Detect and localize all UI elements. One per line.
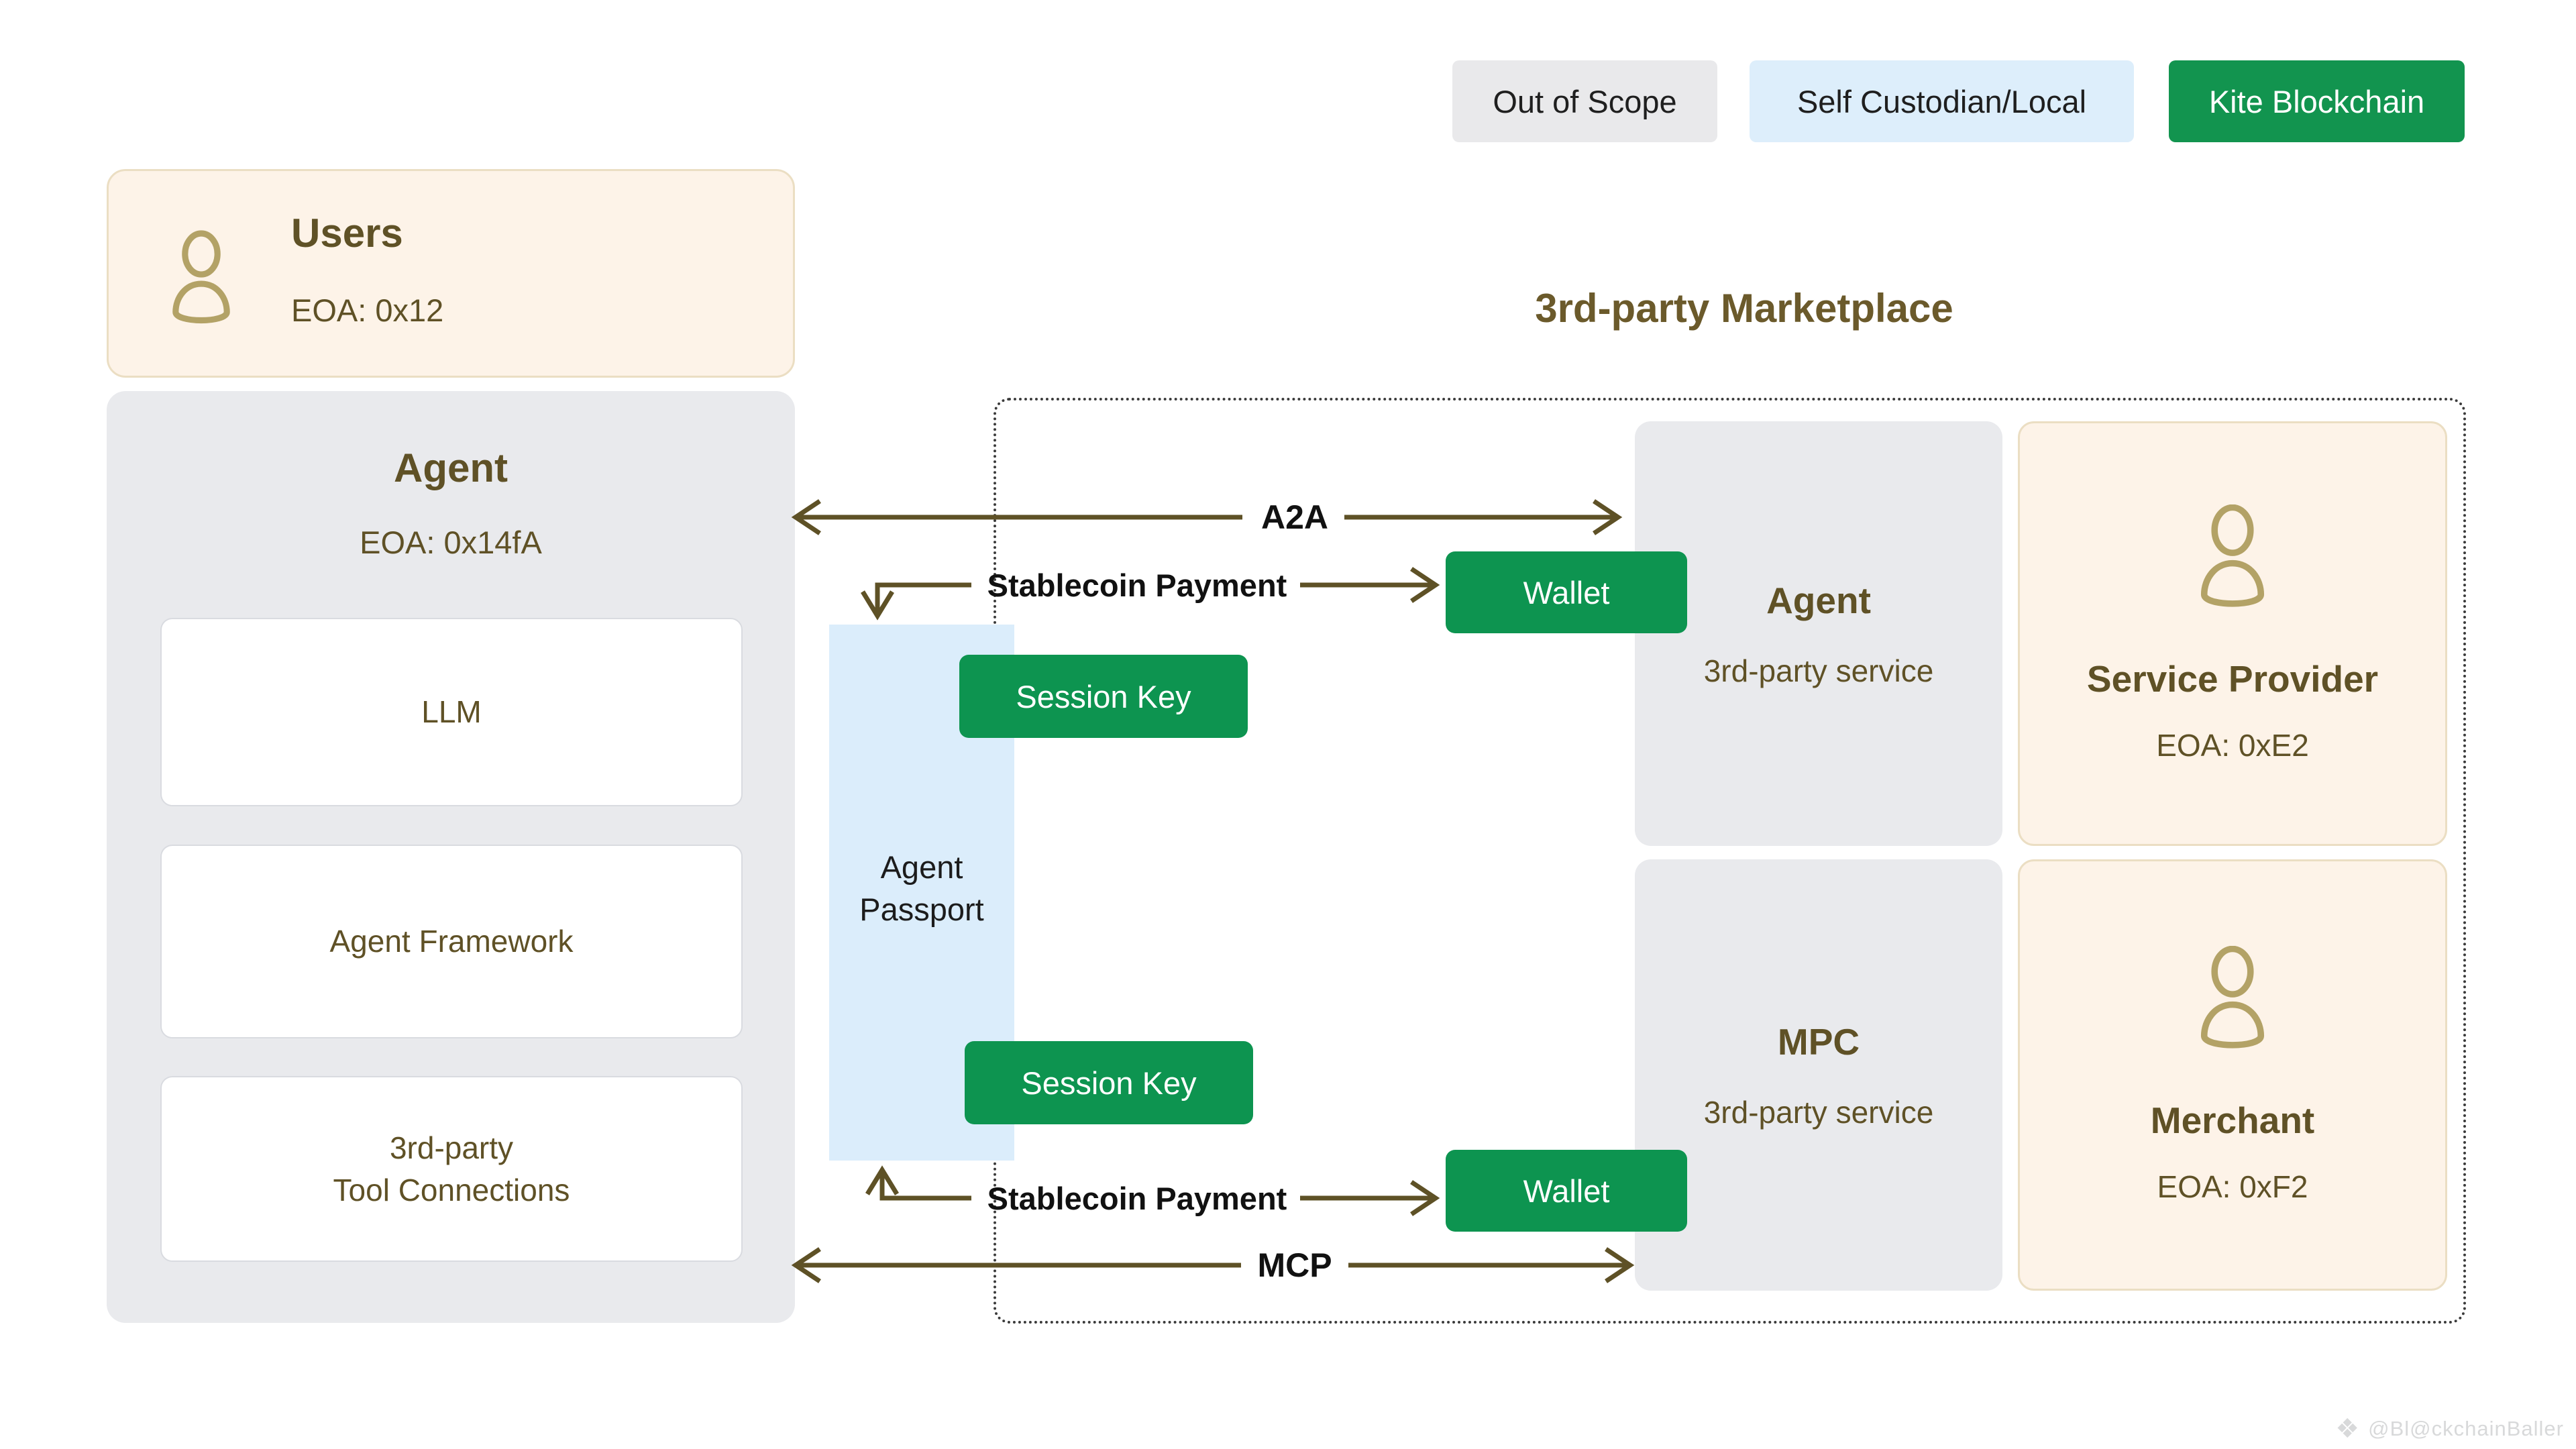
service-provider-eoa: EOA: 0xE2: [2156, 727, 2309, 763]
service-provider-title: Service Provider: [2086, 657, 2379, 700]
session-key-button-bottom[interactable]: Session Key: [965, 1041, 1253, 1124]
marketplace-agent-box: Agent 3rd-party service: [1635, 421, 2002, 846]
mcp-left-arrowhead-icon: [791, 1247, 821, 1283]
a2a-left-arrowhead-icon: [791, 499, 821, 535]
merchant-title: Merchant: [2150, 1099, 2315, 1141]
wallet-bottom-label: Wallet: [1523, 1173, 1610, 1209]
users-eoa: EOA: 0x12: [291, 292, 444, 328]
component-llm: LLM: [160, 618, 743, 806]
service-provider-box: Service Provider EOA: 0xE2: [2018, 421, 2447, 846]
legend-kite-blockchain-label: Kite Blockchain: [2208, 83, 2425, 119]
component-llm-label: LLM: [421, 694, 482, 730]
component-tool-connections-label: 3rd-party Tool Connections: [333, 1130, 570, 1208]
user-icon: [2200, 945, 2265, 1049]
legend-self-custodian: Self Custodian/Local: [1750, 60, 2134, 142]
wallet-button-top[interactable]: Wallet: [1446, 551, 1687, 633]
component-tool-connections: 3rd-party Tool Connections: [160, 1076, 743, 1262]
agent-box: Agent EOA: 0x14fA LLM Agent Framework 3r…: [107, 391, 795, 1323]
legend-out-of-scope: Out of Scope: [1452, 60, 1717, 142]
session-key-bottom-label: Session Key: [1021, 1065, 1197, 1101]
session-key-top-label: Session Key: [1016, 678, 1191, 714]
agent-passport-label: Agent Passport: [859, 849, 984, 928]
user-icon: [172, 230, 230, 323]
agent-title: Agent: [394, 445, 508, 490]
stablecoin-top-down-arrowhead-icon: [861, 590, 894, 621]
mpc-box: MPC 3rd-party service: [1635, 859, 2002, 1291]
mpc-subtitle: 3rd-party service: [1703, 1094, 1934, 1130]
stablecoin-bottom-elbow: [879, 1171, 971, 1201]
stablecoin-bottom-label: Stablecoin Payment: [987, 1180, 1287, 1216]
component-agent-framework-label: Agent Framework: [329, 924, 574, 959]
a2a-label: A2A: [1260, 498, 1329, 536]
wallet-top-label: Wallet: [1523, 574, 1610, 610]
wallet-button-bottom[interactable]: Wallet: [1446, 1150, 1687, 1232]
marketplace-agent-subtitle: 3rd-party service: [1703, 653, 1934, 688]
component-agent-framework: Agent Framework: [160, 845, 743, 1038]
mcp-label: MCP: [1257, 1246, 1332, 1284]
watermark: ❖ @Bl@ckchainBaller: [2335, 1415, 2564, 1442]
legend-kite-blockchain: Kite Blockchain: [2169, 60, 2465, 142]
legend-out-of-scope-label: Out of Scope: [1493, 83, 1677, 119]
merchant-eoa: EOA: 0xF2: [2157, 1169, 2308, 1204]
agent-eoa: EOA: 0x14fA: [360, 525, 542, 560]
stablecoin-top-elbow: [875, 582, 971, 614]
watermark-text: @Bl@ckchainBaller: [2368, 1417, 2564, 1440]
users-title: Users: [291, 211, 403, 256]
session-key-button-top[interactable]: Session Key: [959, 655, 1248, 738]
mpc-title: MPC: [1777, 1020, 1860, 1063]
stablecoin-top-label: Stablecoin Payment: [987, 567, 1287, 603]
merchant-box: Merchant EOA: 0xF2: [2018, 859, 2447, 1291]
marketplace-title: 3rd-party Marketplace: [1535, 286, 1953, 331]
user-icon: [2200, 504, 2265, 607]
marketplace-agent-title: Agent: [1766, 579, 1871, 621]
legend-self-custodian-label: Self Custodian/Local: [1796, 83, 2087, 119]
stablecoin-bottom-up-arrowhead-icon: [865, 1165, 899, 1195]
users-box: Users EOA: 0x12: [107, 169, 795, 378]
watermark-logo-icon: ❖: [2335, 1414, 2361, 1444]
